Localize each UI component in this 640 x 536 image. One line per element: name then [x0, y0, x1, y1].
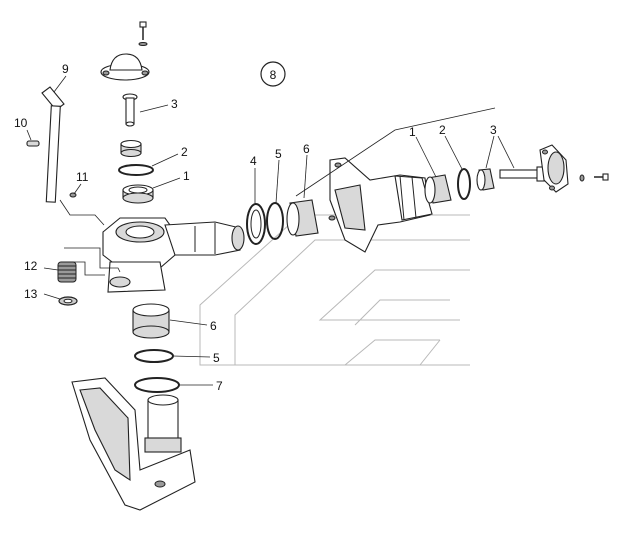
- part-knuckle-housing: [102, 217, 245, 293]
- part-washer-13: [58, 296, 78, 306]
- part-cover-right: [539, 144, 569, 193]
- part-seal-4: [246, 203, 266, 245]
- callout-2-top: 2: [181, 145, 188, 159]
- callout-13: 13: [24, 287, 38, 301]
- leader-lines: [26, 75, 515, 386]
- part-bushing-6-bottom: [132, 303, 170, 339]
- part-bushing: [120, 139, 142, 158]
- callout-1-right: 1: [409, 125, 416, 139]
- callout-5-bottom: 5: [213, 351, 220, 365]
- part-bearing-1-top: [122, 184, 154, 204]
- callout-1-top: 1: [183, 169, 190, 183]
- part-pin-11: [69, 192, 77, 198]
- callout-3-right: 3: [490, 123, 497, 137]
- part-lever-9: [41, 86, 65, 203]
- part-bearing-1-right: [424, 174, 452, 204]
- callout-labels: 9 3 2 1 10 11 12 13 6 5 7 4 5 6 1 2 3: [14, 62, 497, 393]
- part-ring-2-top: [118, 164, 154, 176]
- callout-2-right: 2: [439, 123, 446, 137]
- group-number-text: 8: [270, 68, 277, 82]
- part-pin-3: [122, 93, 138, 127]
- callout-10: 10: [14, 116, 28, 130]
- part-small-bolt-right: [579, 173, 609, 182]
- part-top-bolt: [138, 21, 148, 46]
- part-bushing-6-mid: [286, 199, 319, 237]
- part-ring-7: [134, 377, 180, 393]
- callout-6-bottom: 6: [210, 319, 217, 333]
- part-ring-2-right: [457, 168, 471, 200]
- part-ring-5-bottom: [134, 349, 174, 363]
- part-bushing-3-right: [476, 168, 495, 191]
- callout-5-mid: 5: [275, 147, 282, 161]
- callout-12: 12: [24, 259, 38, 273]
- part-pin-10: [26, 140, 40, 147]
- part-spring-12: [57, 261, 77, 283]
- part-cap: [100, 53, 150, 81]
- group-number-badge: 8: [260, 61, 286, 87]
- callout-11: 11: [76, 170, 89, 184]
- part-bolt-right: [499, 166, 546, 182]
- watermark-logo: [199, 214, 470, 366]
- callout-3-top: 3: [171, 97, 178, 111]
- part-flange-housing: [328, 157, 433, 253]
- callout-4: 4: [250, 154, 257, 168]
- part-ring-5-mid: [266, 202, 284, 240]
- callout-7: 7: [216, 379, 223, 393]
- callout-9: 9: [62, 62, 69, 76]
- part-lower-bracket: [71, 377, 196, 511]
- callout-6-mid: 6: [303, 142, 310, 156]
